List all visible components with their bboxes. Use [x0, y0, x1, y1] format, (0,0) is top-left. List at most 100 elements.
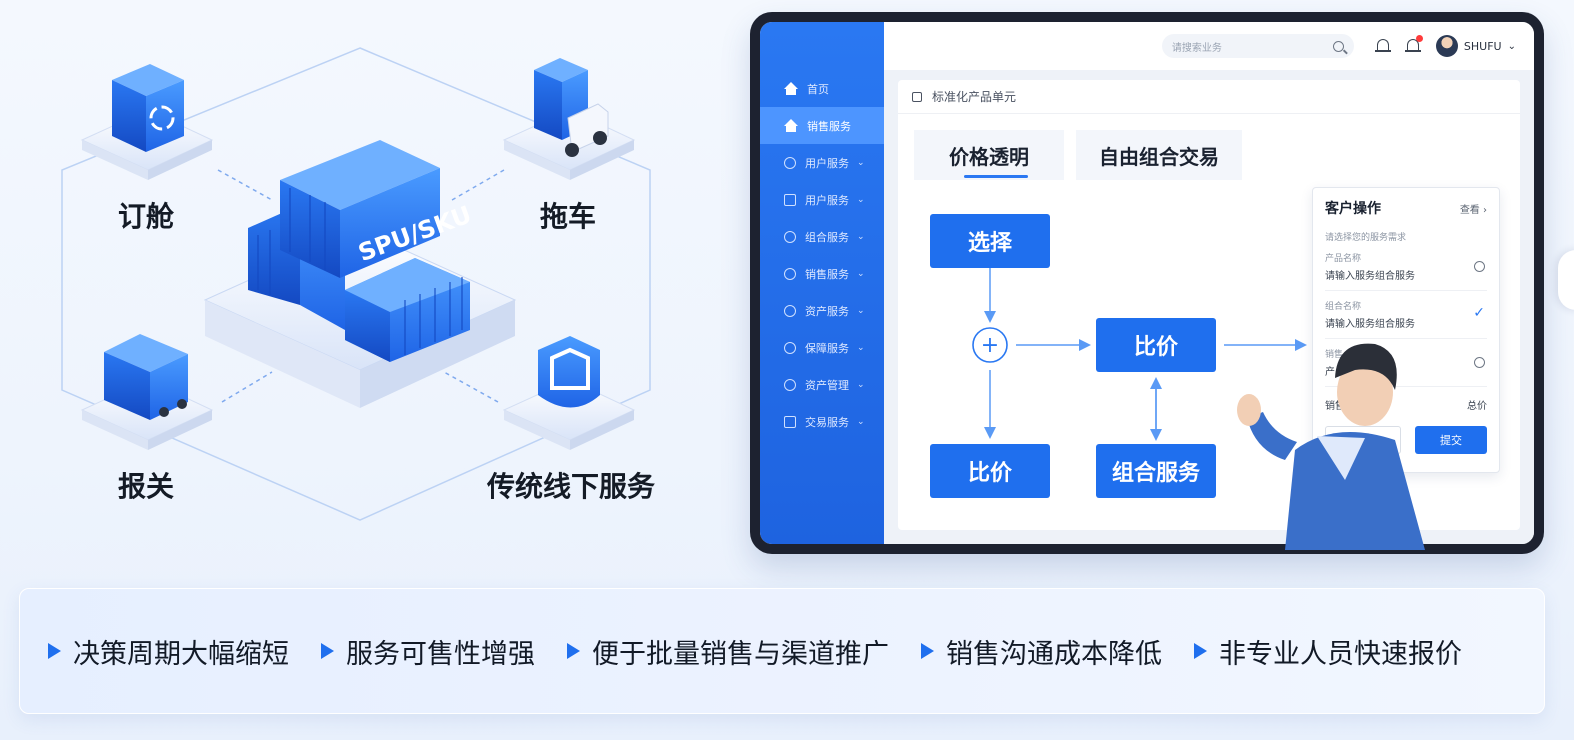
circle-icon	[784, 156, 796, 169]
field-label: 产品名称	[1325, 254, 1362, 264]
operation-card-subtitle: 请选择您的服务需求	[1325, 233, 1407, 243]
app-screen: 首页 销售服务 用户服务 ⌄ 用户服务 ⌄ 组合服务 ⌄	[760, 22, 1534, 544]
benefit-text: 服务可售性增强	[346, 638, 535, 670]
customs-icon	[80, 334, 214, 450]
field-value: 请输入服务组合服务	[1325, 271, 1415, 282]
field-sales[interactable]: 销售 产品	[1325, 339, 1487, 387]
sidebar-item-label: 用户服务	[805, 156, 849, 170]
notification-dot	[1415, 35, 1423, 42]
chevron-down-icon: ⌄	[857, 342, 865, 353]
home-icon	[784, 82, 798, 95]
play-triangle-icon	[48, 643, 61, 659]
sidebar-item-label: 销售服务	[807, 119, 851, 133]
sidebar-item-label: 首页	[807, 82, 829, 96]
play-triangle-icon	[1194, 643, 1207, 659]
connector-line	[217, 169, 273, 201]
compare-price-bottom-button[interactable]: 比价	[930, 444, 1050, 498]
chevron-down-icon: ⌄	[857, 379, 865, 390]
radio-button[interactable]	[1474, 357, 1485, 368]
field-label: 销售	[1325, 350, 1344, 360]
truck-icon	[502, 58, 636, 180]
side-handle	[1558, 250, 1574, 310]
operation-card-title: 客户操作	[1325, 201, 1381, 217]
notification-bell-icon[interactable]	[1404, 35, 1423, 54]
sidebar: 首页 销售服务 用户服务 ⌄ 用户服务 ⌄ 组合服务 ⌄	[760, 22, 884, 544]
benefit-item: 销售沟通成本降低	[921, 632, 1162, 671]
bell-icon[interactable]	[1374, 38, 1391, 54]
connector-line	[451, 169, 505, 201]
square-icon	[784, 193, 796, 206]
field-label: 组合名称	[1325, 302, 1362, 312]
sidebar-item-user-service[interactable]: 用户服务 ⌄	[760, 144, 884, 181]
circle-icon	[784, 341, 796, 354]
service-label-booking: 订舱	[118, 200, 175, 233]
calendar-icon	[912, 91, 922, 102]
benefit-item: 服务可售性增强	[321, 632, 535, 671]
service-illustration: SPU/SKU	[0, 0, 720, 560]
benefits-bar: 决策周期大幅缩短 服务可售性增强 便于批量销售与渠道推广 销售沟通成本降低 非专…	[19, 588, 1545, 714]
sidebar-item-sales-service[interactable]: 销售服务	[760, 107, 884, 144]
field-product-name[interactable]: 产品名称 请输入服务组合服务	[1325, 243, 1487, 291]
search-placeholder: 请搜索业务	[1171, 42, 1222, 54]
field-value: 请输入服务组合服务	[1325, 319, 1415, 330]
plus-circle-icon[interactable]	[972, 327, 1008, 363]
circle-icon	[784, 378, 796, 391]
circle-icon	[784, 304, 796, 317]
avatar[interactable]	[1435, 35, 1458, 57]
sidebar-item-combo-service[interactable]: 组合服务 ⌄	[760, 218, 884, 255]
panel-header: 标准化产品单元	[898, 80, 1520, 114]
sidebar-item-home[interactable]: 首页	[760, 70, 884, 107]
sidebar-item-trade-service[interactable]: 交易服务 ⌄	[760, 403, 884, 440]
service-label-truck: 拖车	[540, 200, 597, 233]
field-combo-name[interactable]: 组合名称 请输入服务组合服务 ✓	[1325, 291, 1487, 339]
circle-icon	[784, 267, 796, 280]
play-triangle-icon	[567, 643, 580, 659]
sidebar-item-asset-management[interactable]: 资产管理 ⌄	[760, 366, 884, 403]
benefit-item: 非专业人员快速报价	[1194, 632, 1462, 671]
main-content: 标准化产品单元 价格透明 自由组合交易	[884, 70, 1534, 544]
shield-icon	[502, 336, 636, 450]
connector-line	[221, 371, 273, 403]
chevron-down-icon: ⌄	[857, 231, 865, 242]
plus-sign: +	[981, 333, 999, 358]
sidebar-item-user-service-2[interactable]: 用户服务 ⌄	[760, 181, 884, 218]
sidebar-item-sales-service-2[interactable]: 销售服务 ⌄	[760, 255, 884, 292]
service-label-customs: 报关	[118, 470, 175, 503]
customer-operation-card: 客户操作 查看 › 请选择您的服务需求 产品名称 请输入服务组合服务 组合名称 …	[1312, 187, 1500, 473]
sidebar-item-label: 资产服务	[805, 304, 849, 318]
checkmark-icon[interactable]: ✓	[1473, 305, 1485, 321]
benefit-text: 便于批量销售与渠道推广	[592, 638, 889, 670]
hexagon-outline	[61, 47, 651, 521]
tab-free-combination[interactable]: 自由组合交易	[1076, 130, 1242, 180]
sidebar-item-asset-service[interactable]: 资产服务 ⌄	[760, 292, 884, 329]
combo-service-button[interactable]: 组合服务	[1096, 444, 1216, 498]
active-tab-indicator	[964, 175, 1028, 178]
total-label: 销售	[1325, 401, 1345, 412]
sidebar-item-label: 交易服务	[805, 415, 849, 429]
view-link[interactable]: 查看 ›	[1459, 204, 1487, 216]
booking-icon	[80, 64, 214, 180]
sidebar-item-label: 保障服务	[805, 341, 849, 355]
compare-price-button[interactable]: 比价	[1096, 318, 1216, 372]
search-input[interactable]: 请搜索业务	[1161, 34, 1354, 58]
sidebar-item-guarantee-service[interactable]: 保障服务 ⌄	[760, 329, 884, 366]
radio-button[interactable]	[1474, 261, 1485, 272]
search-icon[interactable]	[1332, 40, 1344, 52]
user-name[interactable]: SHUFU	[1463, 39, 1502, 53]
benefit-item: 便于批量销售与渠道推广	[567, 632, 889, 671]
tab-price-transparent[interactable]: 价格透明	[914, 130, 1064, 180]
benefit-item: 决策周期大幅缩短	[48, 632, 289, 671]
illustration-graphic: SPU/SKU	[61, 47, 651, 521]
sidebar-item-label: 用户服务	[805, 193, 849, 207]
benefit-text: 销售沟通成本降低	[946, 638, 1162, 670]
select-button[interactable]: 选择	[930, 214, 1050, 268]
chevron-down-icon[interactable]: ⌄	[1507, 40, 1516, 52]
submit-button[interactable]: 提交	[1415, 426, 1487, 454]
total-row: 销售 总价	[1325, 397, 1487, 412]
circle-icon	[784, 230, 796, 243]
chevron-down-icon: ⌄	[857, 194, 865, 205]
home-icon	[784, 119, 798, 132]
panel-title: 标准化产品单元	[932, 90, 1017, 104]
connector-line	[443, 371, 499, 403]
container-stack-icon	[248, 140, 470, 362]
